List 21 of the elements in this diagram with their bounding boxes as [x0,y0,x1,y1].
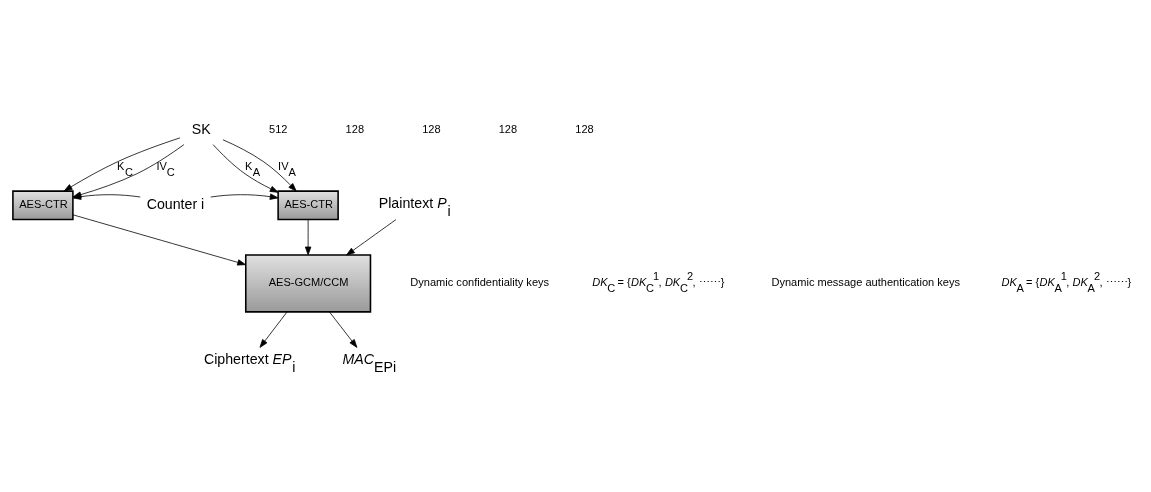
arrow [210,193,279,200]
node-box: AES-CTR [277,190,339,221]
node-text: Counter i [146,195,205,212]
label: Dynamic message authentication keys [771,276,960,289]
arrow [329,311,358,348]
label: Dynamic confidentiality keys [410,276,550,289]
label: 128 [345,123,365,136]
node-text: SK [191,120,211,137]
node-box: AES-CTR [12,190,74,221]
arrow [222,139,297,192]
label: 128 [575,123,594,136]
label: 128 [422,123,441,136]
arrow [259,311,288,348]
arrow [304,219,312,256]
label: 512 [269,123,288,136]
label: 128 [498,123,518,136]
node-box: AES-GCM/CCM [244,254,372,313]
arrow [63,137,181,192]
arrow [212,144,279,193]
arrow [346,219,397,256]
arrow [72,214,246,266]
